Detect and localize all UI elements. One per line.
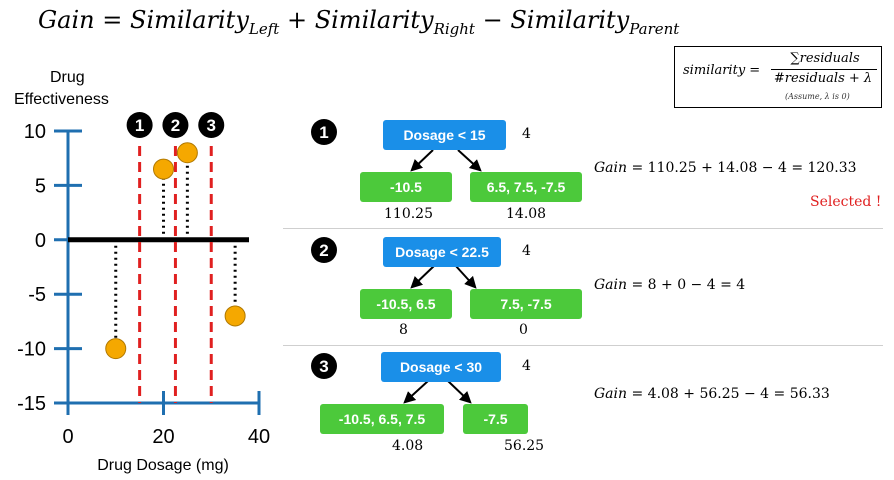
selected-label: Selected ! (810, 194, 882, 210)
tree3-root-node: Dosage < 30 (381, 352, 501, 382)
split-marker-icon (126, 112, 153, 138)
tree1-root-node: Dosage < 15 (383, 120, 506, 150)
tree2-root-node: Dosage < 22.5 (383, 237, 501, 267)
split-marker-label: 3 (207, 116, 216, 135)
svg-text:3: 3 (319, 357, 328, 376)
tree1-left-value: 110.25 (384, 206, 433, 222)
x-tick-label: 40 (248, 426, 270, 448)
divider (283, 345, 883, 346)
formula-sub-parent: Parent (629, 19, 680, 38)
formula-plus: + (279, 6, 315, 34)
y-tick-label: -10 (17, 339, 46, 361)
fraction-bar (771, 69, 877, 70)
tree2-right-leaf: 7.5, -7.5 (470, 289, 582, 319)
formula-term-right: Similarity (314, 6, 434, 34)
tree3-gain: Gain = 4.08 + 56.25 − 4 = 56.33 (594, 386, 830, 402)
branch-arrow (457, 149, 482, 172)
marker-2-icon: 2 (311, 237, 337, 263)
y-tick-label: -5 (28, 284, 46, 306)
y-axis-label-line2: Effectiveness (14, 91, 109, 108)
split-marker-label: 1 (135, 116, 144, 135)
lambda-note: (Assume, λ is 0) (785, 92, 850, 101)
x-tick-label: 20 (152, 426, 174, 448)
tree1-left-leaf: -10.5 (360, 172, 452, 202)
tree2-right-value: 0 (519, 322, 528, 338)
y-tick-label: -15 (17, 393, 46, 415)
gain-formula: Gain = SimilarityLeft + SimilarityRight … (38, 6, 679, 38)
branch-arrow (410, 264, 436, 289)
y-tick-label: 10 (24, 121, 46, 143)
tree-connectors (403, 149, 482, 404)
data-point (105, 338, 127, 360)
tree3-left-value: 4.08 (392, 438, 424, 454)
formula-sub-left: Left (248, 19, 280, 38)
tree1-right-leaf: 6.5, 7.5, -7.5 (470, 172, 582, 202)
formula-sub-right: Right (433, 19, 475, 38)
branch-arrow (403, 380, 429, 404)
y-tick-label: 5 (35, 175, 46, 197)
tree2-gain: Gain = 8 + 0 − 4 = 4 (594, 277, 746, 293)
y-axis-label-line1: Drug (50, 69, 85, 86)
y-tick-label: 0 (35, 230, 46, 252)
tree3-right-value: 56.25 (504, 438, 545, 454)
data-point (224, 305, 246, 327)
marker-3-icon: 3 (311, 353, 337, 379)
formula-minus: − (474, 6, 511, 34)
split-marker-icon (162, 112, 189, 138)
split-marker-icon (198, 112, 225, 138)
x-axis-label: Drug Dosage (mg) (97, 457, 229, 474)
tree2-left-value: 8 (399, 322, 408, 338)
tree1-root-value: 4 (522, 126, 531, 142)
tree3-right-leaf: -7.5 (463, 404, 528, 434)
svg-text:1: 1 (319, 123, 328, 142)
formula-term-left: Similarity (130, 6, 249, 34)
formula-equals: = (94, 6, 130, 34)
branch-arrow (447, 380, 472, 404)
similarity-formula-box: similarity = ∑residuals #residuals + λ (… (674, 46, 882, 108)
tree1-right-value: 14.08 (506, 206, 547, 222)
divider (283, 228, 883, 229)
tree2-left-leaf: -10.5, 6.5 (360, 289, 452, 319)
tree3-left-leaf: -10.5, 6.5, 7.5 (320, 404, 444, 434)
similarity-numerator: ∑residuals (790, 51, 860, 66)
similarity-denominator: #residuals + λ (773, 71, 873, 86)
data-point (153, 158, 174, 180)
x-tick-label: 0 (62, 426, 73, 448)
similarity-label: similarity = (683, 63, 761, 78)
data-point (176, 142, 198, 164)
marker-1-icon: 1 (311, 119, 337, 145)
tree2-root-value: 4 (522, 243, 531, 259)
split-marker-label: 2 (171, 116, 180, 135)
svg-text:2: 2 (319, 241, 328, 260)
branch-arrow (410, 149, 434, 172)
branch-arrow (454, 264, 477, 289)
formula-lhs: Gain (38, 6, 95, 34)
tree1-gain: Gain = 110.25 + 14.08 − 4 = 120.33 (594, 160, 857, 176)
formula-term-parent: Similarity (510, 6, 630, 34)
tree3-root-value: 4 (522, 358, 531, 374)
